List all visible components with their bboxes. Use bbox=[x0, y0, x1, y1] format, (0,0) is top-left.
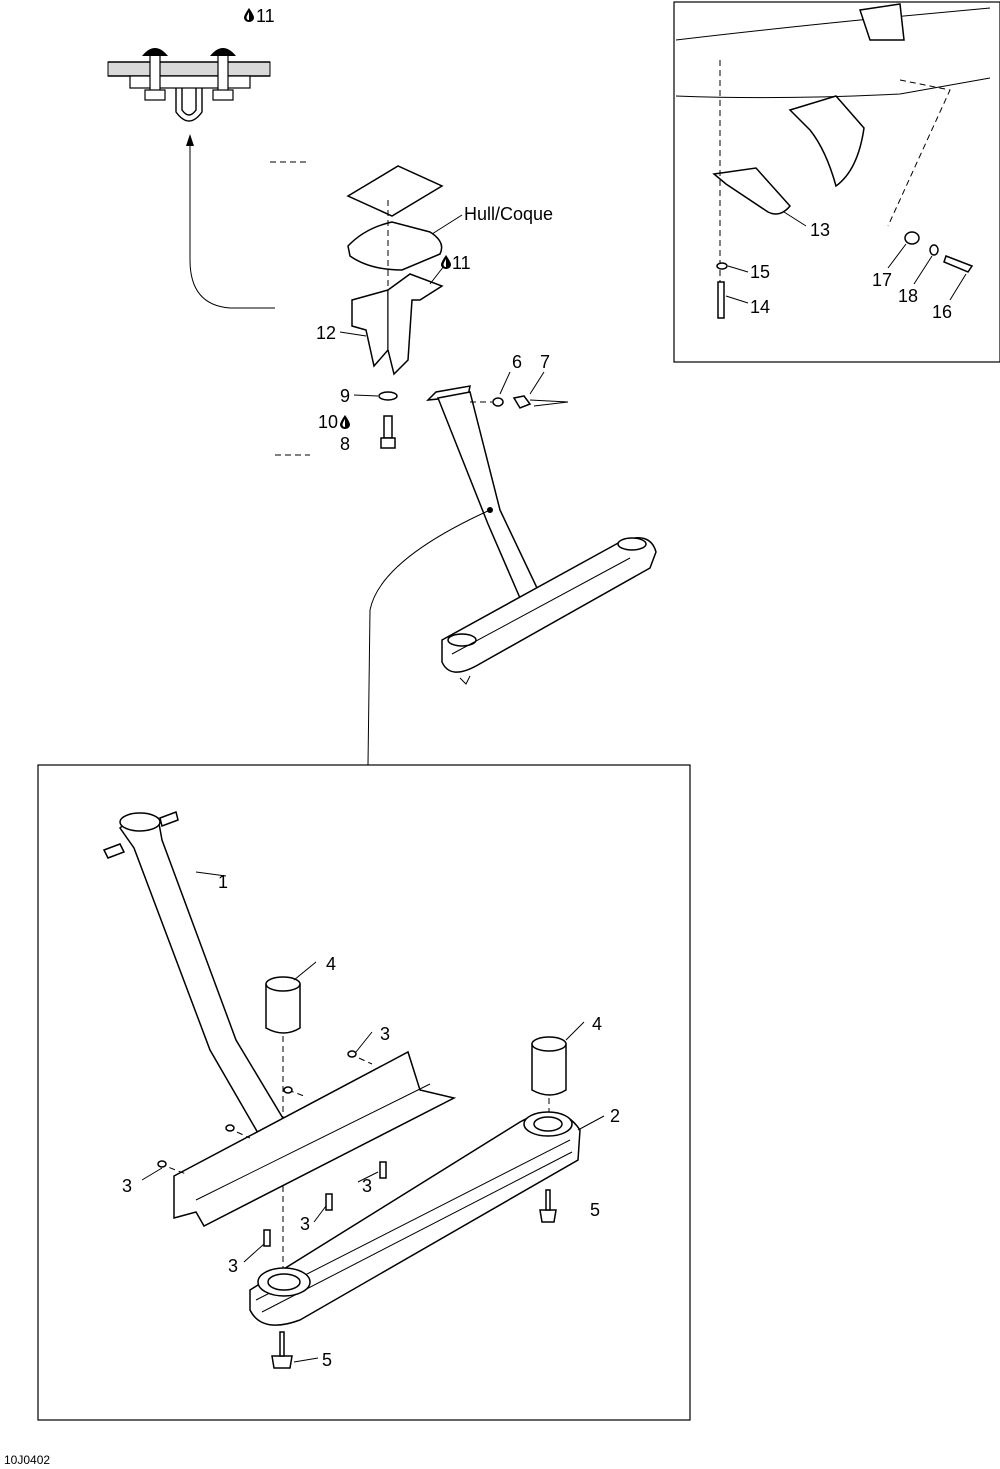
sealant-drops bbox=[244, 8, 451, 429]
callout-5-bottom: 5 bbox=[322, 1350, 332, 1370]
callout-8: 8 bbox=[340, 434, 350, 454]
callout-2: 2 bbox=[610, 1106, 620, 1126]
callout-9: 9 bbox=[340, 386, 350, 406]
callout-5-right: 5 bbox=[590, 1200, 600, 1220]
callout-13: 13 bbox=[810, 220, 830, 240]
callout-7: 7 bbox=[540, 352, 550, 372]
callout-18: 18 bbox=[898, 286, 918, 306]
callout-6: 6 bbox=[512, 352, 522, 372]
drop-icon bbox=[441, 255, 451, 269]
drawing-id: 10J0402 bbox=[4, 1453, 50, 1467]
callout-3-left: 3 bbox=[122, 1176, 132, 1196]
leader-lines bbox=[141, 211, 967, 1363]
callout-15: 15 bbox=[750, 262, 770, 282]
labels: 11 Hull/Coque 11 12 9 10 8 6 7 13 15 14 … bbox=[4, 6, 952, 1467]
callout-16: 16 bbox=[932, 302, 952, 322]
hull-label: Hull/Coque bbox=[464, 204, 553, 224]
callout-3-bottom: 3 bbox=[228, 1256, 238, 1276]
drop-icon bbox=[340, 415, 350, 429]
callout-11-bracket: 11 bbox=[452, 253, 471, 273]
callout-3-mid: 3 bbox=[362, 1176, 372, 1196]
drop-icon bbox=[244, 8, 254, 22]
callout-14: 14 bbox=[750, 297, 770, 317]
callout-3-top: 3 bbox=[380, 1024, 390, 1044]
callout-12: 12 bbox=[316, 323, 336, 343]
callout-17: 17 bbox=[872, 270, 892, 290]
callout-1: 1 bbox=[218, 872, 228, 892]
stand-detail-box bbox=[37, 764, 691, 1421]
callout-3-lower: 3 bbox=[300, 1214, 310, 1234]
assembled-stand bbox=[367, 385, 657, 766]
callout-11-top: 11 bbox=[256, 6, 275, 26]
callout-4-left: 4 bbox=[326, 954, 336, 974]
callout-4-right: 4 bbox=[592, 1014, 602, 1034]
inset-detail-box bbox=[673, 1, 1000, 363]
hull-mount-assembly bbox=[270, 161, 444, 456]
callout-10: 10 bbox=[318, 412, 338, 432]
hull-section-detail bbox=[107, 48, 275, 309]
